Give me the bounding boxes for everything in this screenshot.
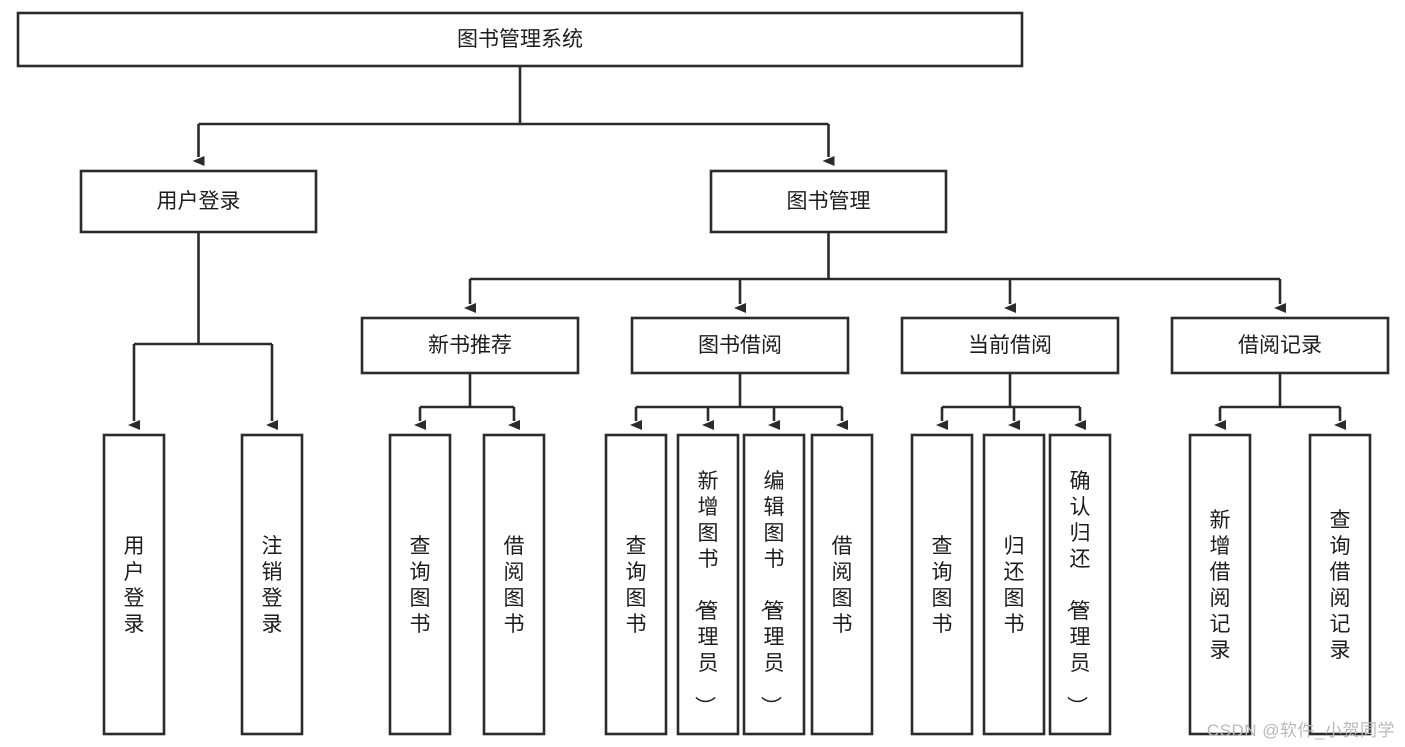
node-leaf-edit-book[interactable]: 编辑图书（管理员）	[742, 433, 806, 736]
node-user-login[interactable]: 用户登录	[79, 169, 318, 234]
connector-group-borrow-record	[1214, 373, 1346, 430]
node-current-borrow-label: 当前借阅	[968, 334, 1052, 357]
node-book-manage-label: 图书管理	[787, 190, 871, 213]
node-book-manage[interactable]: 图书管理	[709, 169, 948, 234]
node-leaf-user-login[interactable]: 用户登录	[102, 433, 166, 736]
node-leaf-logout[interactable]: 注销登录	[240, 433, 304, 736]
connector-group-user-login	[128, 232, 278, 430]
node-leaf-query-book-rec[interactable]: 查询图书	[388, 433, 452, 736]
node-book-borrow[interactable]: 图书借阅	[630, 316, 850, 375]
node-leaf-borrow-book-rec[interactable]: 借阅图书	[482, 433, 546, 736]
node-current-borrow[interactable]: 当前借阅	[900, 316, 1120, 375]
node-root[interactable]: 图书管理系统	[16, 11, 1024, 68]
node-leaf-query-book-borrow-label: 查询图书	[626, 535, 647, 636]
node-boxes: 图书管理系统用户登录图书管理新书推荐图书借阅当前借阅借阅记录用户登录注销登录查询…	[16, 11, 1390, 736]
node-leaf-add-book-label: 新增图书（管理员）	[693, 470, 719, 717]
node-leaf-query-record-label: 查询借阅记录	[1330, 509, 1351, 662]
node-leaf-return-book-label: 归还图书	[1004, 535, 1025, 636]
node-leaf-return-book[interactable]: 归还图书	[982, 433, 1046, 736]
node-leaf-user-login-label: 用户登录	[124, 535, 145, 636]
node-leaf-borrow-book[interactable]: 借阅图书	[810, 433, 874, 736]
connector-group-book-borrow	[630, 373, 848, 430]
connector-group-new-book-rec	[414, 373, 520, 430]
node-leaf-edit-book-label: 编辑图书（管理员）	[759, 470, 785, 717]
node-leaf-borrow-book-rec-label: 借阅图书	[504, 535, 525, 636]
node-new-book-rec[interactable]: 新书推荐	[360, 316, 580, 375]
node-root-label: 图书管理系统	[457, 28, 583, 51]
node-leaf-query-book-borrow[interactable]: 查询图书	[604, 433, 668, 736]
connector-group-current-borrow	[936, 373, 1086, 430]
node-user-login-label: 用户登录	[157, 190, 241, 213]
node-leaf-add-record[interactable]: 新增借阅记录	[1188, 433, 1252, 736]
node-leaf-query-book-rec-label: 查询图书	[410, 535, 431, 636]
node-leaf-add-book[interactable]: 新增图书（管理员）	[676, 433, 740, 736]
node-leaf-logout-label: 注销登录	[262, 535, 283, 636]
node-borrow-record-label: 借阅记录	[1238, 334, 1322, 357]
connector-group-root	[192, 66, 835, 166]
node-book-borrow-label: 图书借阅	[698, 334, 782, 357]
node-leaf-borrow-book-label: 借阅图书	[832, 535, 853, 636]
node-leaf-query-record[interactable]: 查询借阅记录	[1308, 433, 1372, 736]
node-leaf-add-record-label: 新增借阅记录	[1210, 509, 1231, 662]
node-leaf-query-book-cur[interactable]: 查询图书	[910, 433, 974, 736]
csdn-watermark: CSDN @软件_小贺同学	[1206, 721, 1395, 740]
connector-group-book-manage	[464, 232, 1286, 313]
node-borrow-record[interactable]: 借阅记录	[1170, 316, 1390, 375]
node-leaf-confirm-return-label: 确认归还（管理员）	[1065, 470, 1091, 717]
node-leaf-query-book-cur-label: 查询图书	[932, 535, 953, 636]
node-new-book-rec-label: 新书推荐	[428, 334, 512, 357]
connector-lines	[128, 66, 1346, 430]
node-leaf-confirm-return[interactable]: 确认归还（管理员）	[1048, 433, 1112, 736]
